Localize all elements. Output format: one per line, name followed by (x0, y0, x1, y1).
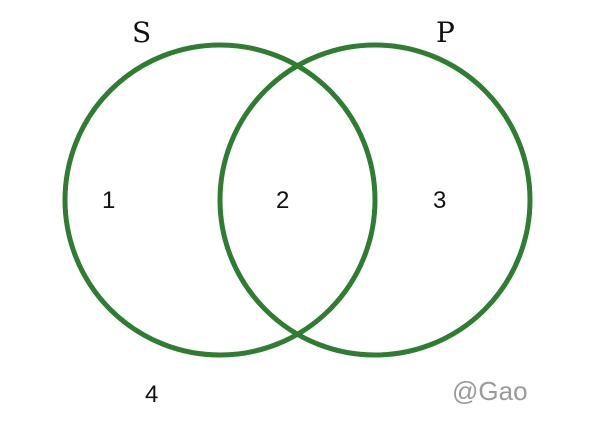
set-s-circle (62, 42, 378, 358)
watermark-text: @Gao (452, 376, 528, 406)
set-p-label: P (436, 16, 455, 49)
region-4-label: 4 (145, 381, 158, 408)
set-p-circle (217, 42, 533, 358)
region-1-label: 1 (102, 187, 115, 214)
region-3-label: 3 (433, 187, 446, 214)
region-2-label: 2 (276, 187, 289, 214)
set-s-label: S (132, 16, 151, 49)
